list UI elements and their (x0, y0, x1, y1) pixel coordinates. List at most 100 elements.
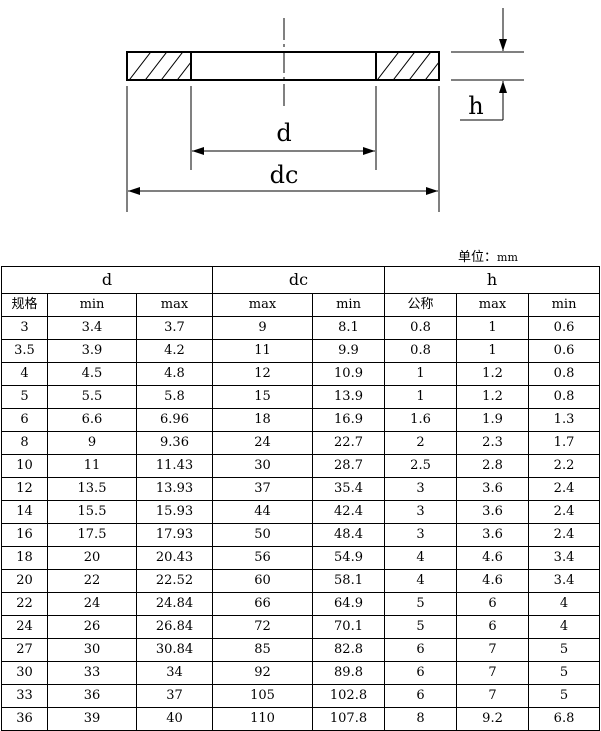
unit-label: 单位： (458, 250, 498, 265)
table-cell: 4.6 (456, 546, 530, 570)
unit-value: mm (497, 251, 518, 264)
table-cell: 2.5 (384, 454, 458, 478)
table-cell: 3 (384, 523, 458, 547)
table-cell: 17.93 (136, 523, 213, 547)
table-cell: 6.8 (528, 707, 601, 731)
unit-note: 单位：mm (458, 249, 518, 267)
table-cell: 6 (384, 661, 458, 685)
table-cell: 3.4 (47, 316, 137, 340)
table-cell: 30 (47, 638, 137, 662)
table-cell: 102.8 (311, 684, 386, 708)
table-cell: 10.9 (311, 362, 386, 386)
table-cell: 2.8 (456, 454, 530, 478)
table-cell: 9.36 (136, 431, 213, 455)
table-cell: 36 (47, 684, 137, 708)
table-cell: 42.4 (311, 500, 386, 524)
table-cell: 9 (47, 431, 137, 455)
table-cell: 26.84 (136, 615, 213, 639)
table-cell: 5 (384, 615, 458, 639)
table-cell: 70.1 (311, 615, 386, 639)
table-cell: 20 (47, 546, 137, 570)
dimension-dc-label: dc (270, 161, 299, 189)
table-cell: 89.8 (311, 661, 386, 685)
table-cell: 2.4 (528, 477, 601, 501)
table-cell: 1.6 (384, 408, 458, 432)
table-cell: 11 (47, 454, 137, 478)
table-cell: 82.8 (311, 638, 386, 662)
group-header: h (384, 266, 601, 294)
table-cell: 3.6 (456, 477, 530, 501)
table-cell: 15.93 (136, 500, 213, 524)
column-header: min (528, 293, 601, 317)
table-cell: 8 (1, 431, 48, 455)
table-cell: 3.4 (528, 546, 601, 570)
table-cell: 11.43 (136, 454, 213, 478)
table-cell: 9.2 (456, 707, 530, 731)
table-cell: 15.5 (47, 500, 137, 524)
table-cell: 24 (212, 431, 313, 455)
table-cell: 72 (212, 615, 313, 639)
table-cell: 9.9 (311, 339, 386, 363)
table-cell: 1.3 (528, 408, 601, 432)
table-cell: 44 (212, 500, 313, 524)
dimension-h-label: h (468, 92, 483, 120)
washer-technical-drawing: d dc h (126, 8, 524, 212)
table-cell: 20 (1, 569, 48, 593)
table-cell: 8.1 (311, 316, 386, 340)
table-cell: 6.96 (136, 408, 213, 432)
table-cell: 9 (212, 316, 313, 340)
table-cell: 27 (1, 638, 48, 662)
table-cell: 6 (456, 592, 530, 616)
table-cell: 22 (1, 592, 48, 616)
table-cell: 3 (1, 316, 48, 340)
table-cell: 1 (456, 316, 530, 340)
table-cell: 50 (212, 523, 313, 547)
table-cell: 34 (136, 661, 213, 685)
table-cell: 5.8 (136, 385, 213, 409)
table-cell: 22.52 (136, 569, 213, 593)
table-cell: 7 (456, 661, 530, 685)
table-cell: 1.7 (528, 431, 601, 455)
table-cell: 13.93 (136, 477, 213, 501)
table-cell: 16 (1, 523, 48, 547)
table-cell: 0.6 (528, 339, 601, 363)
table-cell: 24 (1, 615, 48, 639)
table-cell: 15 (212, 385, 313, 409)
table-cell: 66 (212, 592, 313, 616)
table-cell: 0.8 (528, 362, 601, 386)
table-cell: 2.4 (528, 523, 601, 547)
table-cell: 6 (384, 638, 458, 662)
table-cell: 6 (456, 615, 530, 639)
table-cell: 0.8 (384, 339, 458, 363)
table-cell: 5 (528, 638, 601, 662)
column-header: max (212, 293, 313, 317)
table-cell: 35.4 (311, 477, 386, 501)
table-cell: 1 (384, 385, 458, 409)
table-cell: 18 (1, 546, 48, 570)
table-cell: 3.6 (456, 500, 530, 524)
table-cell: 2.3 (456, 431, 530, 455)
washer-outline (126, 51, 440, 81)
table-cell: 22 (47, 569, 137, 593)
table-cell: 10 (1, 454, 48, 478)
table-cell: 5 (528, 684, 601, 708)
table-cell: 4 (528, 592, 601, 616)
table-cell: 26 (47, 615, 137, 639)
table-cell: 85 (212, 638, 313, 662)
table-cell: 20.43 (136, 546, 213, 570)
table-cell: 33 (1, 684, 48, 708)
table-cell: 11 (212, 339, 313, 363)
